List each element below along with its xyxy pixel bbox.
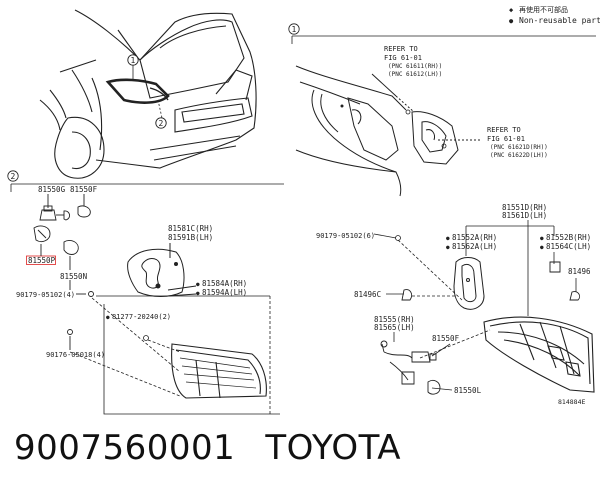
part-label-81562A: 81562A(LH) [452,242,497,251]
gasket-81581C [127,243,197,297]
part-label-81550F-bottom: 81550F [432,334,460,343]
part-number: 9007560001 [14,428,236,468]
legend-symbol-diamond: ◆ [509,6,514,14]
part-label-81591B: 81591B(LH) [168,233,213,242]
part-label-81550L: 81550L [454,386,482,395]
group-1-bracket [288,23,596,44]
svg-text:REFER TO: REFER TO [487,126,521,134]
nonreusable-marker: ● [540,235,544,242]
nonreusable-marker: ● [540,244,544,251]
inner-lamp-leaders [69,295,280,415]
right-small-parts [380,261,581,395]
part-label-90179-right: 90179-05102(6) [316,232,375,240]
part-label-81584A: 81584A(RH) [202,279,247,288]
legend-text-jp: 再使用不可部品 [519,5,568,14]
callout-2b-label: 2 [11,172,16,181]
svg-text:(PNC 61621D(RH)): (PNC 61621D(RH)) [490,144,548,151]
right-leaders [373,220,577,391]
part-caption: 9007560001 TOYOTA [14,428,401,468]
nonreusable-marker: ● [196,290,200,297]
part-label-81564C: 81564C(LH) [546,242,591,251]
part-label-81496: 81496 [568,267,591,276]
diagram-code: 814884E [558,398,585,406]
svg-text:FIG 61-01: FIG 61-01 [487,135,525,143]
part-label-81550F-top: 81550F [70,185,98,194]
svg-text:(PNC 61612(LH)): (PNC 61612(LH)) [388,71,442,78]
legend-symbol-dot: ● [509,17,514,25]
part-label-81550G: 81550G [38,185,66,194]
part-label-81565: 81565(LH) [374,323,415,332]
tail-lamp-highlight [105,78,170,104]
left-small-parts [33,194,94,350]
callout-1b-label: 1 [292,25,297,34]
body-panel-illustration [295,65,482,197]
nonreusable-marker: ● [446,235,450,242]
part-label-81550P: 81550P [28,256,56,265]
callout-circle-2a [155,117,167,129]
part-label-81277: 81277-20240(2) [112,313,171,321]
nonreusable-marker: ● [446,244,450,251]
gasket-81551D [453,257,485,310]
nonreusable-marker: ● [106,314,110,321]
group-2-bracket [7,170,284,192]
part-label-90176: 90176-05018(4) [46,351,105,359]
part-label-81561D: 81561D(LH) [502,211,547,220]
nonreusable-marker: ● [196,281,200,288]
refer-to-lower: REFER TO FIG 61-01 (PNC 61621D(RH)) (PNC… [487,126,548,159]
part-label-81552A: 81552A(RH) [452,233,497,242]
part-label-81552B: 81552B(RH) [546,233,591,242]
part-label-81550N: 81550N [60,272,87,281]
svg-text:(PNC 61611(RH)): (PNC 61611(RH)) [388,63,442,70]
svg-text:(PNC 61622D(LH)): (PNC 61622D(LH)) [490,152,548,159]
part-label-90179-left: 90179-05102(4) [16,291,75,299]
part-label-81496C: 81496C [354,290,381,299]
callout-2a-label: 2 [159,119,164,128]
part-label-81581C: 81581C(RH) [168,224,213,233]
vehicle-illustration [39,9,257,179]
inner-tail-lamp [171,343,267,399]
svg-text:REFER TO: REFER TO [384,45,418,53]
svg-text:FIG 61-01: FIG 61-01 [384,54,422,62]
callout-1-label: 1 [131,56,136,65]
outer-tail-lamp [483,316,595,393]
refer-to-upper: REFER TO FIG 61-01 (PNC 61611(RH)) (PNC … [384,45,442,78]
brand-name: TOYOTA [265,428,402,468]
part-label-81551D: 81551D(RH) [502,203,547,212]
legend: ◆ 再使用不可部品 ● Non-reusable part [509,5,600,25]
part-label-81555: 81555(RH) [374,315,415,324]
legend-text-en: Non-reusable part [519,16,600,25]
part-label-81594A: 81594A(LH) [202,288,247,297]
